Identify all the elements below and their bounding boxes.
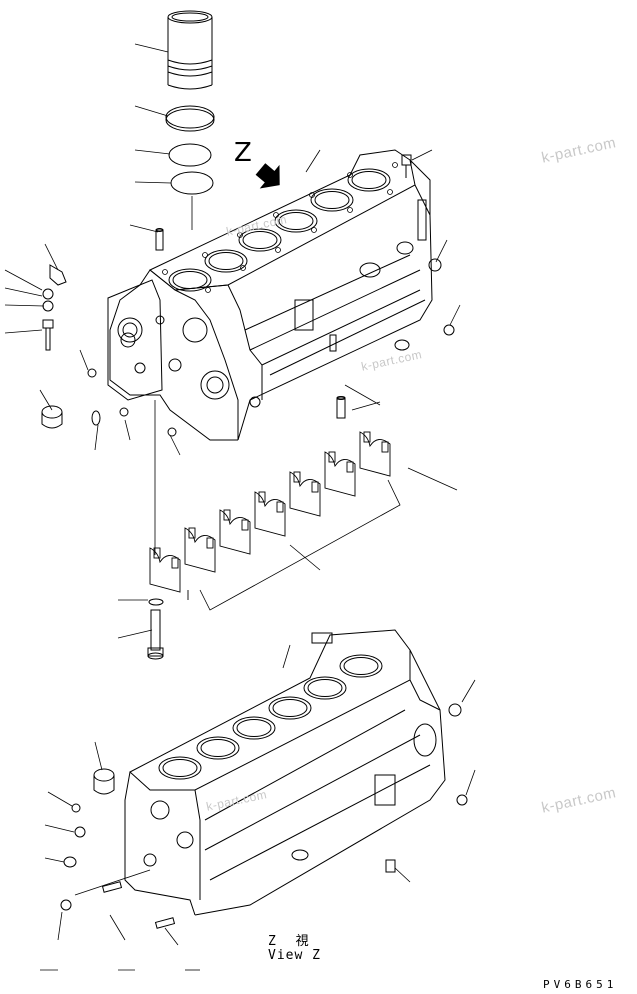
arrow-z: [255, 163, 280, 189]
cap-left: [41, 405, 63, 429]
bolt-left: [42, 319, 54, 351]
cylinder-liner: [167, 10, 213, 90]
bearing-caps: [149, 431, 401, 611]
liner-ring: [165, 105, 215, 132]
leader-lines-bottom: [40, 644, 476, 971]
clip-bracket: [49, 264, 67, 286]
dowel-pin: [155, 228, 164, 251]
view-z-marker: Z: [234, 138, 252, 168]
view-caption-jp: Z 視: [268, 934, 315, 949]
o-ring-upper: [168, 143, 212, 167]
washer-left-2: [42, 300, 54, 312]
ring-left: [119, 407, 129, 417]
plug-left: [87, 368, 97, 378]
bolt-top-right: [401, 154, 412, 178]
leader-lines-top: [4, 43, 461, 639]
lower-parts: [60, 703, 468, 929]
dowel-pin-right: [336, 396, 346, 419]
engine-block-lower: [124, 629, 446, 916]
view-caption-en: View Z: [268, 948, 321, 963]
plug-front: [167, 427, 177, 437]
washer-bottom: [148, 598, 164, 606]
plug-right: [428, 258, 442, 272]
front-plate: [107, 279, 163, 401]
seal-left: [91, 410, 101, 426]
engine-block-upper: [109, 149, 433, 441]
plug-right-lower: [443, 324, 455, 336]
main-bolt: [147, 609, 164, 660]
figure-code: PV6B651: [543, 978, 618, 991]
washer-left: [42, 288, 54, 300]
o-ring-lower: [170, 171, 214, 195]
